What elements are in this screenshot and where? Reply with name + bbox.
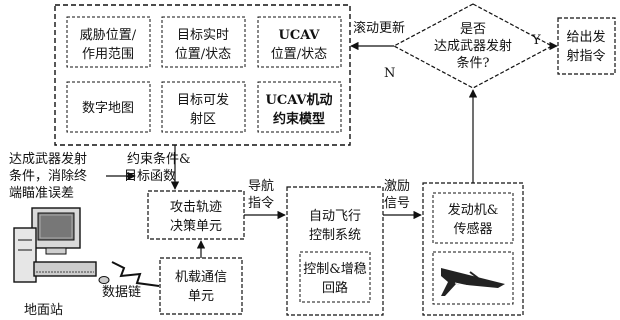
target-rt-line1: 目标实时 (177, 28, 229, 43)
no-label: N (384, 66, 395, 81)
attack-unit-box: 攻击轨迹 决策单元 (148, 191, 244, 239)
control-loop-line1: 控制&增稳 (303, 261, 367, 277)
target-zone-box: 目标可发 射区 (162, 82, 245, 132)
nav-cmd-line1: 导航 (248, 178, 274, 194)
target-zone-line2: 射区 (190, 111, 216, 127)
left-text-line3: 端瞄准误差 (9, 186, 74, 201)
target-realtime-box: 目标实时 位置/状态 (162, 17, 245, 67)
datalink-label: 数据链 (102, 285, 141, 300)
excite-line2: 信号 (384, 196, 410, 211)
comm-unit-box: 机载通信 单元 (160, 258, 242, 314)
decision-line2: 达成武器发射 (434, 38, 512, 54)
comm-unit-line1: 机载通信 (175, 270, 227, 285)
autopilot-line1: 自动飞行 (309, 209, 361, 224)
target-zone-line1: 目标可发 (177, 92, 229, 108)
ucav-pos-line1: UCAV (279, 28, 321, 43)
threat-box: 威胁位置/ 作用范围 (67, 17, 150, 67)
autopilot-box: 自动飞行 控制系统 控制&增稳 回路 (287, 187, 383, 315)
control-loop-line2: 回路 (322, 280, 348, 296)
left-text-line1: 达成武器发射 (9, 151, 87, 167)
constraint-line1: 约束条件& (127, 151, 191, 167)
digital-map-box: 数字地图 (67, 82, 150, 132)
ucav-model-line1: UCAV机动 (266, 92, 333, 108)
target-rt-line2: 位置/状态 (175, 47, 231, 62)
ucav-position-box: UCAV 位置/状态 (258, 17, 341, 67)
datalink-zigzag (112, 262, 159, 286)
left-text-line2: 条件，消除终 (9, 168, 87, 184)
engine-line1: 发动机& (448, 202, 499, 218)
rolling-update-label: 滚动更新 (353, 20, 405, 36)
excite-line1: 激励 (384, 179, 410, 194)
autopilot-line2: 控制系统 (309, 228, 361, 243)
fire-command-box: 给出发 射指令 (558, 18, 615, 74)
aircraft-icon (441, 268, 505, 296)
engine-sensor-box: 发动机& 传感器 (423, 183, 523, 315)
attack-unit-line2: 决策单元 (170, 218, 222, 234)
ground-station-label: 地面站 (24, 303, 63, 318)
engine-line2: 传感器 (453, 221, 492, 237)
computer-icon (14, 208, 109, 284)
nav-cmd-line2: 指令 (248, 196, 274, 211)
decision-line3: 条件? (457, 55, 490, 71)
attack-unit-line1: 攻击轨迹 (170, 200, 222, 215)
decision-diamond: 是否 达成武器发射 条件? (394, 4, 552, 88)
ucav-model-box: UCAV机动 约束模型 (258, 82, 341, 132)
ucav-pos-line2: 位置/状态 (271, 47, 327, 62)
fire-command-line1: 给出发 (566, 29, 605, 45)
digital-map-label: 数字地图 (82, 101, 134, 116)
yes-label: Y (531, 33, 541, 48)
comm-unit-line2: 单元 (188, 289, 214, 304)
threat-line2: 作用范围 (82, 47, 134, 62)
fire-command-line2: 射指令 (566, 48, 605, 64)
threat-line1: 威胁位置/ (80, 28, 137, 43)
decision-line1: 是否 (460, 22, 486, 37)
ucav-model-line2: 约束模型 (273, 111, 325, 127)
